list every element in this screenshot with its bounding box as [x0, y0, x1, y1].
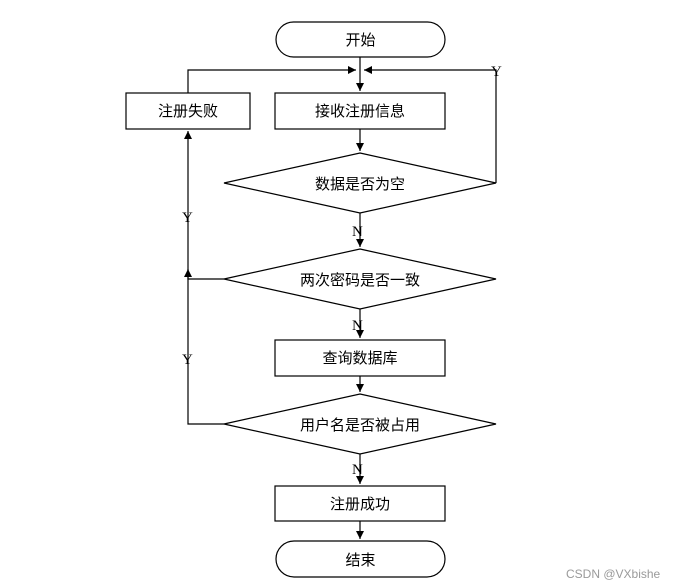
username-yes-label: Y [182, 352, 193, 368]
empty-no-label: N [352, 224, 363, 240]
start-label: 开始 [345, 31, 375, 49]
end-label: 结束 [345, 551, 375, 569]
watermark-text: CSDN @VXbishe [566, 567, 661, 581]
edge-fail-loop [187, 66, 356, 93]
check-username-label: 用户名是否被占用 [300, 416, 420, 434]
start-node: 开始 [275, 21, 446, 58]
check-username-node: 用户名是否被占用 [223, 393, 497, 455]
query-db-node: 查询数据库 [274, 339, 446, 377]
check-empty-node: 数据是否为空 [223, 152, 497, 214]
receive-info-label: 接收注册信息 [315, 102, 405, 120]
end-node: 结束 [275, 540, 446, 578]
check-password-node: 两次密码是否一致 [223, 248, 497, 310]
fail-label: 注册失败 [158, 102, 218, 120]
edge-empty-yes-loop [364, 66, 497, 183]
success-label: 注册成功 [330, 495, 390, 513]
receive-info-node: 接收注册信息 [274, 92, 446, 130]
check-empty-label: 数据是否为空 [315, 175, 405, 193]
edge-password-yes [184, 131, 224, 280]
empty-yes-label: Y [491, 64, 502, 80]
fail-node: 注册失败 [125, 92, 251, 130]
query-db-label: 查询数据库 [322, 349, 397, 367]
password-yes-label: Y [182, 210, 193, 226]
edge-username-yes [184, 269, 224, 425]
success-node: 注册成功 [274, 485, 446, 522]
password-no-label: N [352, 318, 363, 334]
username-no-label: N [352, 462, 363, 478]
check-password-label: 两次密码是否一致 [300, 271, 420, 289]
